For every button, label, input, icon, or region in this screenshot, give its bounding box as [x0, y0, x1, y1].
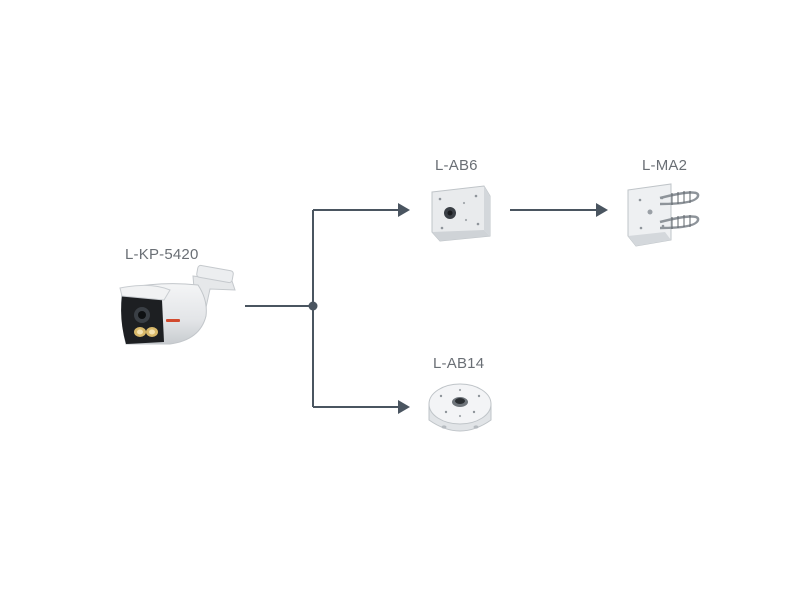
ab6-label: L-AB6: [435, 157, 478, 174]
ma2-label: L-MA2: [642, 157, 688, 174]
camera-label: L-KP-5420: [125, 246, 199, 263]
arrowhead-ma2: [596, 203, 608, 217]
ab14-label: L-AB14: [433, 355, 485, 372]
arrowhead-ab6: [398, 203, 410, 217]
branch-junction-dot: [308, 301, 318, 311]
arrowhead-ab14: [398, 400, 410, 414]
